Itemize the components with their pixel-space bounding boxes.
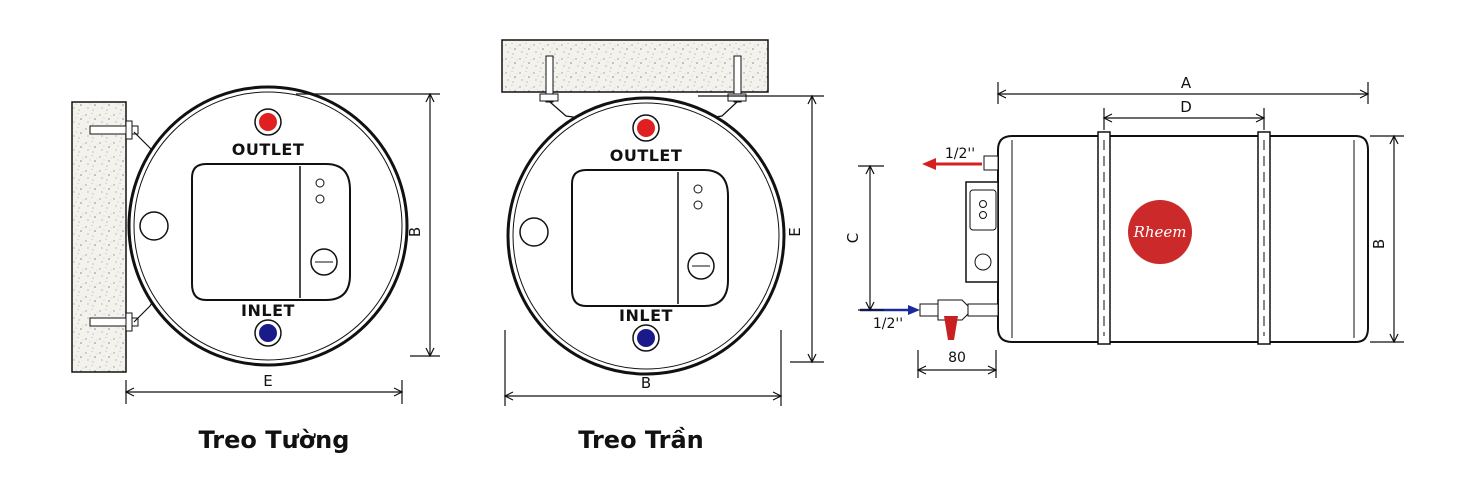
thermostat-dial [974, 253, 992, 271]
ceiling-bolt-left [539, 55, 559, 103]
ceiling-bracket-left [549, 101, 581, 119]
dimension-e: E [698, 94, 824, 364]
dimension-c: C [844, 164, 884, 312]
dimension-label: D [1180, 98, 1192, 116]
caption-ceiling-mount: Treo Trần [578, 426, 704, 454]
outlet-port [637, 119, 655, 137]
ceiling-block [501, 39, 769, 93]
control-panel [571, 169, 729, 307]
dimension-label: B [1370, 239, 1388, 249]
dimension-b: B [503, 330, 783, 406]
side-view: Rheem 1/2'' 1/2'' [844, 74, 1404, 378]
wall-mount-view: OUTLET INLET B E [71, 85, 440, 454]
dimension-b: B [1370, 134, 1404, 344]
dimension-label: E [786, 227, 804, 236]
inlet-port [259, 324, 277, 342]
side-port [519, 217, 549, 247]
indicator-light [979, 200, 987, 208]
side-port [139, 211, 169, 241]
outlet-label: OUTLET [232, 140, 305, 159]
outlet-port [259, 113, 277, 131]
inlet-label: INLET [619, 306, 673, 325]
wall-bolt-top [89, 120, 139, 140]
rheem-logo: Rheem [1128, 200, 1192, 264]
dimension-label: 80 [948, 350, 966, 366]
dimension-b: B [296, 92, 440, 358]
dimension-label: A [1181, 74, 1192, 92]
valve-handle [944, 316, 958, 340]
side-control-box [965, 181, 999, 283]
dimension-a: A [996, 74, 1370, 104]
dimension-label: B [406, 227, 424, 237]
indicator-light [693, 200, 703, 210]
dimension-valve-offset: 80 [916, 350, 998, 378]
control-panel [191, 163, 351, 301]
outlet-arrow [922, 158, 936, 170]
outlet-label: OUTLET [610, 146, 683, 165]
heater-rim [512, 102, 780, 370]
indicator-light [979, 211, 987, 219]
logo-text: Rheem [1133, 223, 1187, 241]
dimension-label: B [641, 374, 651, 392]
indicator-light [693, 184, 703, 194]
dimension-label: E [263, 372, 272, 390]
outlet-pipe: 1/2'' [922, 146, 999, 171]
wall-bolt-bottom [89, 312, 139, 332]
inlet-arrow [908, 305, 920, 315]
ceiling-mount-view: OUTLET INLET E B Treo Trầ [501, 39, 824, 454]
caption-wall-mount: Treo Tường [199, 426, 350, 454]
ceiling-bolt-right [727, 55, 747, 103]
inlet-pipe: 1/2'' [860, 299, 999, 340]
dimension-e: E [124, 372, 404, 404]
inlet-pipe-size: 1/2'' [873, 316, 903, 332]
heater-rim [133, 91, 403, 361]
inlet-port [637, 329, 655, 347]
mounting-strap [1257, 131, 1271, 345]
wall-block [71, 101, 127, 373]
indicator-light [315, 178, 325, 188]
mounting-strap [1097, 131, 1111, 345]
dimension-d: D [1102, 98, 1266, 130]
inlet-label: INLET [241, 301, 295, 320]
indicator-light [315, 194, 325, 204]
outlet-pipe-size: 1/2'' [945, 146, 975, 162]
dimension-label: C [844, 233, 862, 243]
